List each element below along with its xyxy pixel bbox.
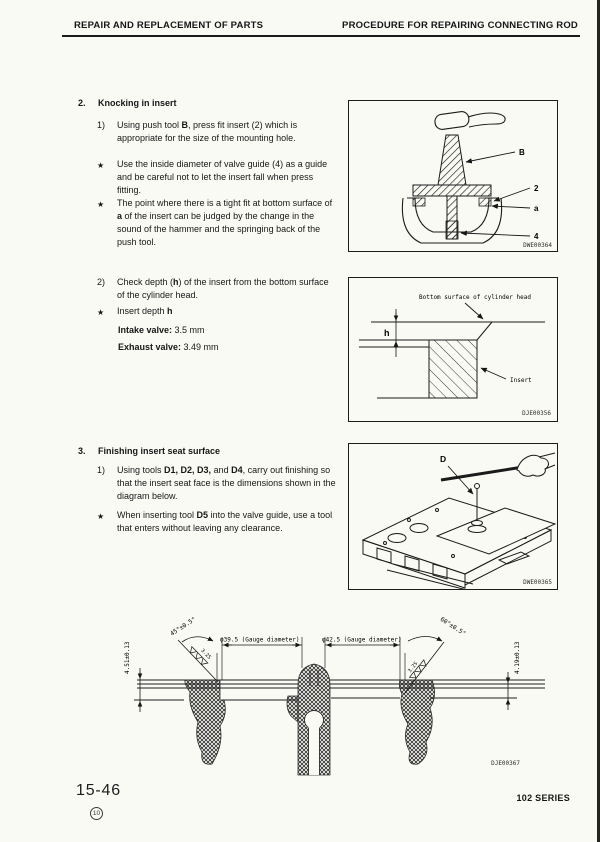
insert-section	[428, 339, 478, 399]
valve-guide-section	[445, 220, 459, 240]
figure-seat-dimensions: φ39.5 (Gauge diameter) φ42.5 (Gauge diam…	[70, 612, 554, 780]
label-b: B	[519, 148, 525, 157]
header-right-title: PROCEDURE FOR REPAIRING CONNECTING ROD	[342, 20, 578, 31]
section3-number: 3.	[78, 446, 86, 456]
page-header: REPAIR AND REPLACEMENT OF PARTS PROCEDUR…	[62, 20, 580, 37]
star-bullet: ★	[97, 161, 105, 170]
insert-label: Insert	[510, 377, 532, 384]
figure-code: DJE00356	[522, 410, 551, 417]
figure-3-drawing: D DWE00365	[361, 452, 557, 589]
guide-plate	[435, 507, 557, 555]
leader-arrows	[460, 151, 531, 237]
exhaust-valve-spec: Exhaust valve: 3.49 mm	[118, 342, 219, 352]
angle-right-label: 60°±0.5°	[439, 616, 467, 638]
note-text: Insert depth h	[117, 306, 173, 316]
header-left-title: REPAIR AND REPLACEMENT OF PARTS	[74, 20, 264, 31]
note-text: The point where there is a tight fit at …	[117, 198, 333, 247]
surface-leader-arrow	[464, 302, 484, 320]
step-number: 1)	[97, 465, 106, 475]
finish-left-label: 3.2S	[199, 648, 212, 661]
step-number: 2)	[97, 277, 106, 287]
insert-leader-arrow	[480, 367, 507, 380]
guide-slot-edges	[308, 728, 320, 775]
angle-left-label: 45°±0.5°	[169, 616, 197, 638]
h-label: h	[384, 328, 390, 338]
figure-1-drawing: B 2 a 4 DWE00364	[401, 111, 552, 249]
section2-note3: ★ Insert depth h	[78, 305, 336, 319]
label-4: 4	[534, 232, 539, 241]
angle-right-annotation: 60°±0.5° 3.2S	[403, 616, 467, 695]
star-bullet: ★	[97, 512, 105, 521]
insert-section-left	[412, 197, 426, 207]
extension-lines	[216, 637, 406, 686]
section2-note1: ★ Use the inside diameter of valve guide…	[78, 158, 336, 197]
dia-left-label: φ39.5 (Gauge diameter)	[220, 637, 299, 644]
label-2: 2	[534, 184, 539, 193]
cylinder-head-block	[361, 497, 553, 589]
step-text: Check depth (h) of the insert from the b…	[117, 277, 329, 300]
push-tool-b-drawing	[412, 134, 492, 240]
star-bullet: ★	[97, 308, 105, 317]
note-text: When inserting tool D5 into the valve gu…	[117, 510, 333, 533]
note-text: Use the inside diameter of valve guide (…	[117, 159, 328, 195]
intake-valve-spec: Intake valve: 3.5 mm	[118, 325, 205, 335]
step-number: 1)	[97, 120, 106, 130]
dia-right-label: φ42.5 (Gauge diameter)	[322, 637, 401, 644]
right-boss-section	[398, 679, 435, 765]
section2-number: 2.	[78, 98, 86, 108]
figure-knocking-insert: B 2 a 4 DWE00364	[348, 100, 558, 252]
hammer-drawing	[434, 111, 506, 130]
surface-label: Bottom surface of cylinder head	[419, 294, 531, 301]
figure-4-drawing: φ39.5 (Gauge diameter) φ42.5 (Gauge diam…	[124, 616, 545, 776]
insert-section-right	[478, 197, 492, 207]
step-text: Using tools D1, D2, D3, and D4, carry ou…	[117, 465, 336, 501]
figure-code: DJE00367	[491, 760, 520, 767]
section2-note2: ★ The point where there is a tight fit a…	[78, 197, 336, 249]
step-text: Using push tool B, press fit insert (2) …	[117, 120, 298, 143]
section2-title: Knocking in insert	[98, 98, 177, 108]
left-boss-section	[184, 679, 226, 765]
scan-edge	[597, 0, 600, 842]
depth-right-label: 4.19±0.13	[514, 641, 521, 674]
page-number: 15-46	[76, 782, 121, 799]
label-a: a	[534, 204, 539, 213]
tool-d-drawing	[440, 452, 556, 533]
section-lines	[359, 321, 545, 399]
d-leader-arrow	[447, 465, 474, 495]
star-bullet: ★	[97, 200, 105, 209]
section3-heading: 3. Finishing insert seat surface	[78, 445, 336, 458]
section2-step2: 2) Check depth (h) of the insert from th…	[78, 276, 336, 302]
section2-heading: 2. Knocking in insert	[78, 97, 336, 110]
section3-step1: 1) Using tools D1, D2, D3, and D4, carry…	[78, 464, 336, 503]
figure-code: DWE00364	[523, 242, 552, 249]
revision-badge: 10	[90, 807, 103, 820]
figure-finishing-tool: D DWE00365	[348, 443, 558, 590]
section3-note1: ★ When inserting tool D5 into the valve …	[78, 509, 336, 535]
figure-2-drawing: Bottom surface of cylinder head h Insert…	[359, 294, 551, 417]
figure-insert-depth: Bottom surface of cylinder head h Insert…	[348, 277, 558, 422]
section3-title: Finishing insert seat surface	[98, 446, 221, 456]
figure-code: DWE00365	[523, 579, 552, 586]
series-label: 102 SERIES	[516, 793, 570, 803]
angle-left-annotation: 45°±0.5° 3.2S	[169, 616, 219, 683]
guide-slot	[308, 726, 320, 775]
center-left-shoulder	[286, 695, 299, 723]
section2-step1: 1) Using push tool B, press fit insert (…	[78, 119, 336, 145]
depth-left-label: 4.51±0.13	[124, 641, 131, 674]
label-d: D	[440, 454, 446, 464]
